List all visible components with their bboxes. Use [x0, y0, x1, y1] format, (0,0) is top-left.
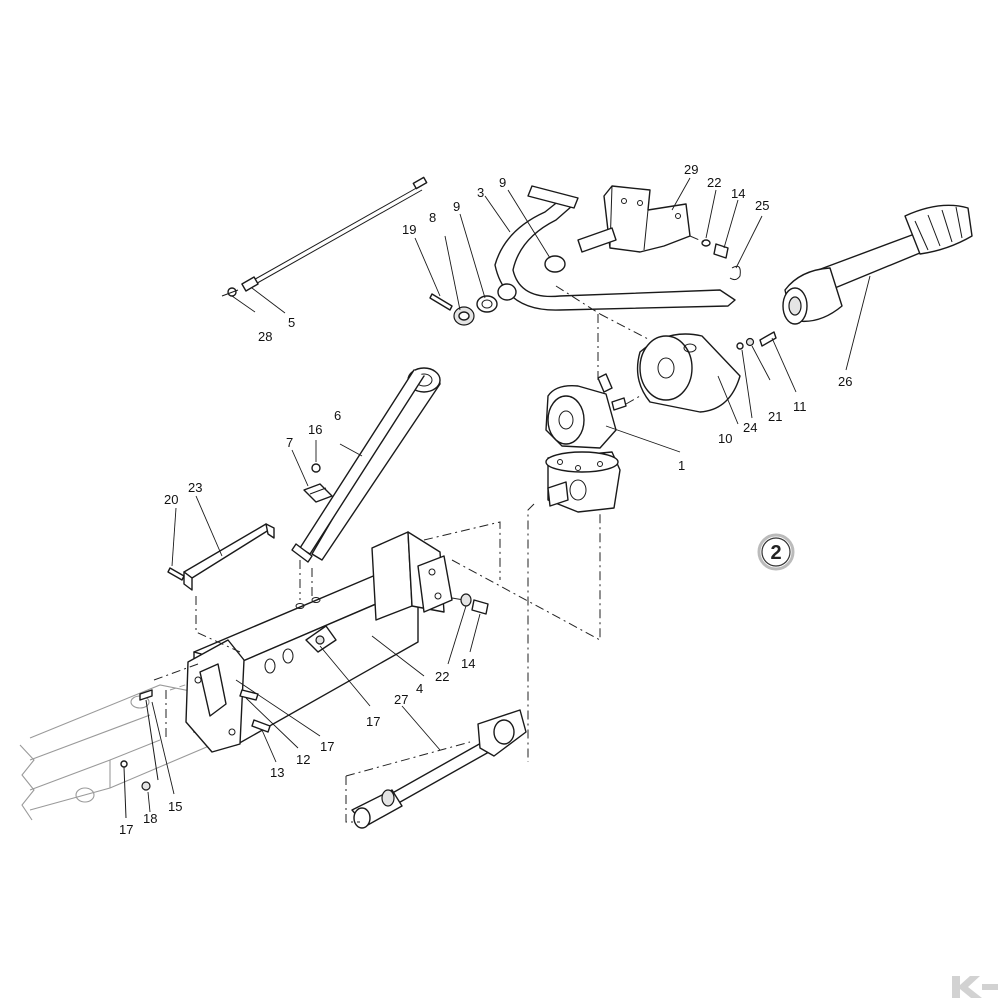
view-number: 2	[770, 542, 781, 564]
callout-28: 28	[258, 329, 272, 344]
callout-10: 10	[718, 431, 732, 446]
callout-11: 11	[793, 399, 807, 414]
callout-25: 25	[755, 198, 769, 213]
callout-21: 21	[768, 409, 782, 424]
lift-arm	[291, 367, 441, 563]
view-number-badge: 2	[757, 533, 795, 571]
assembly-lines	[153, 285, 651, 823]
callout-18: 18	[143, 811, 157, 826]
upper-lever-assembly	[414, 177, 763, 326]
callout-24: 24	[743, 420, 757, 435]
callout-22: 22	[707, 175, 721, 190]
pto-shaft-lower	[351, 705, 527, 829]
drawbar-frame	[185, 531, 489, 763]
callout-17: 17	[119, 822, 133, 837]
callout-23: 23	[188, 480, 202, 495]
gearbox-cover	[636, 331, 797, 425]
callout-labels: 28 5 19 8 9 3 9 29 22 14 25 26 11 21 24 …	[119, 162, 852, 837]
callout-7: 7	[286, 435, 293, 450]
callout-16: 16	[308, 422, 322, 437]
brand-logo-watermark	[940, 968, 1000, 1000]
callout-26: 26	[838, 374, 852, 389]
clip-bracket	[291, 440, 333, 503]
callout-14: 14	[461, 656, 475, 671]
pto-shaft-upper	[782, 204, 973, 371]
callout-12: 12	[296, 752, 310, 767]
support-rail	[167, 495, 275, 591]
callout-9: 9	[499, 175, 506, 190]
callout-17: 17	[366, 714, 380, 729]
callout-3: 3	[477, 185, 484, 200]
chassis-fasteners	[120, 689, 175, 819]
callout-27: 27	[394, 692, 408, 707]
callout-4: 4	[416, 681, 423, 696]
callout-15: 15	[168, 799, 182, 814]
callout-13: 13	[270, 765, 284, 780]
callout-14: 14	[731, 186, 745, 201]
callout-5: 5	[288, 315, 295, 330]
callout-6: 6	[334, 408, 341, 423]
control-rod-assembly	[221, 176, 428, 314]
callout-22: 22	[435, 669, 449, 684]
gearbox	[545, 373, 681, 513]
callout-29: 29	[684, 162, 698, 177]
callout-8: 8	[429, 210, 436, 225]
callout-1: 1	[678, 458, 685, 473]
callout-9: 9	[453, 199, 460, 214]
callout-19: 19	[402, 222, 416, 237]
callout-20: 20	[164, 492, 178, 507]
callout-17: 17	[320, 739, 334, 754]
